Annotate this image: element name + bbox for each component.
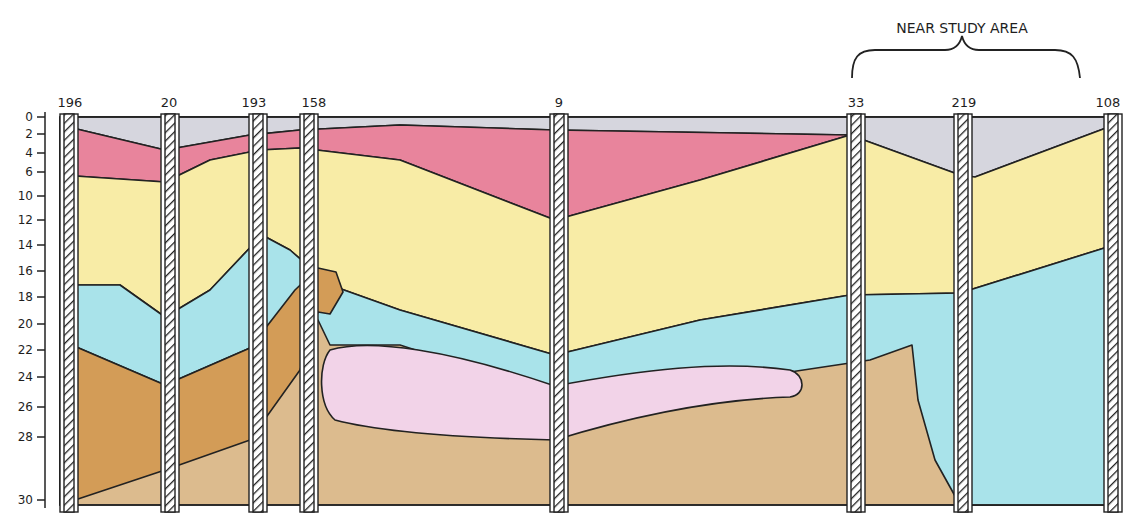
borehole-number: 196 [58,96,83,109]
borehole-number: 20 [161,96,178,109]
study-area-brace [852,36,1080,78]
depth-tick: 16 [18,265,33,277]
depth-tick: 4 [25,147,33,159]
depth-tick: 28 [18,431,33,443]
borehole-number: 219 [952,96,977,109]
borehole-number: 33 [848,96,865,109]
borehole-number: 158 [302,96,327,109]
area-note: NEAR STUDY AREA [896,21,1028,35]
depth-tick: 14 [18,239,33,251]
depth-axis [37,112,45,508]
depth-tick: 12 [18,214,33,226]
depth-tick: 10 [18,190,33,202]
depth-tick: 22 [18,344,33,356]
borehole-number: 108 [1096,96,1121,109]
borehole-number: 193 [242,96,267,109]
depth-tick: 2 [25,128,33,140]
depth-tick: 20 [18,318,33,330]
borehole-number: 9 [555,96,563,109]
depth-tick: 30 [18,494,33,506]
depth-tick: 26 [18,401,33,413]
boreholes [60,114,1122,512]
depth-tick: 0 [25,111,33,123]
depth-tick: 18 [18,291,33,303]
depth-tick: 6 [25,166,33,178]
depth-tick: 24 [18,371,33,383]
